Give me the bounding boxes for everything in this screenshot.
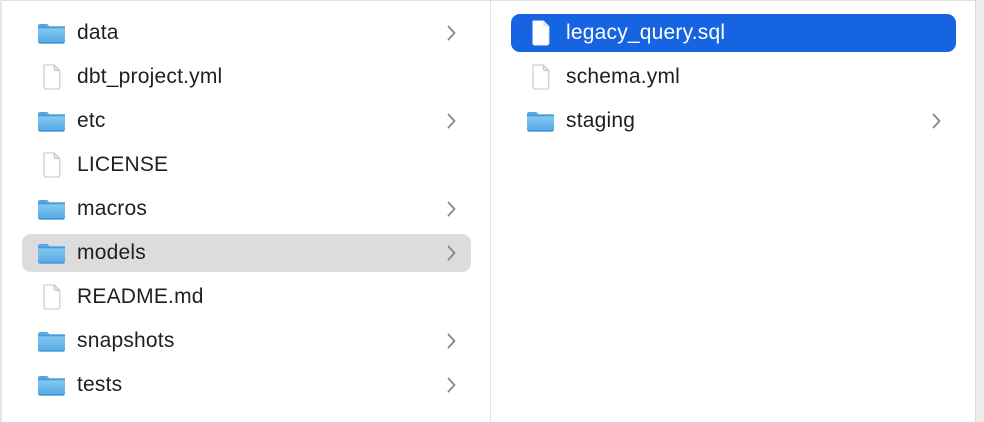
file-row-dbt-project-yml[interactable]: dbt_project.yml	[2, 55, 490, 99]
item-label: LICENSE	[77, 153, 169, 176]
file-row-legacy-query-sql[interactable]: legacy_query.sql	[491, 11, 975, 55]
item-label: schema.yml	[566, 65, 681, 88]
file-row-readme-md[interactable]: README.md	[2, 275, 490, 319]
folder-row-models[interactable]: models	[2, 231, 490, 275]
item-label: macros	[77, 197, 148, 220]
window-top-border	[0, 0, 984, 1]
document-icon	[36, 151, 67, 179]
chevron-right-icon	[446, 200, 457, 218]
document-icon	[36, 283, 67, 311]
folder-icon	[525, 109, 556, 134]
folder-icon	[36, 21, 67, 46]
item-label: data	[77, 21, 119, 44]
folder-row-tests[interactable]: tests	[2, 363, 490, 407]
item-label: tests	[77, 373, 123, 396]
folder-row-data[interactable]: data	[2, 11, 490, 55]
chevron-right-icon	[446, 332, 457, 350]
folder-icon	[36, 109, 67, 134]
chevron-right-icon	[446, 376, 457, 394]
item-label: dbt_project.yml	[77, 65, 223, 88]
file-row-schema-yml[interactable]: schema.yml	[491, 55, 975, 99]
folder-icon	[36, 329, 67, 354]
document-icon	[525, 63, 556, 91]
document-icon	[36, 63, 67, 91]
item-label: README.md	[77, 285, 204, 308]
folder-row-staging[interactable]: staging	[491, 99, 975, 143]
folder-icon	[36, 241, 67, 266]
chevron-right-icon	[446, 112, 457, 130]
folder-row-snapshots[interactable]: snapshots	[2, 319, 490, 363]
item-label: models	[77, 241, 146, 264]
document-icon	[525, 19, 556, 47]
folder-row-macros[interactable]: macros	[2, 187, 490, 231]
item-label: staging	[566, 109, 636, 132]
file-row-license[interactable]: LICENSE	[2, 143, 490, 187]
next-column-edge-line	[975, 0, 976, 422]
chevron-right-icon	[931, 112, 942, 130]
next-column-edge	[976, 0, 984, 422]
selection-highlight	[511, 14, 956, 52]
folder-icon	[36, 197, 67, 222]
item-label: legacy_query.sql	[566, 21, 726, 44]
selection-highlight	[22, 234, 471, 272]
column-pane-contents[interactable]: legacy_query.sql schema.yml staging	[491, 1, 975, 422]
item-label: etc	[77, 109, 106, 132]
chevron-right-icon	[446, 24, 457, 42]
folder-icon	[36, 373, 67, 398]
item-label: snapshots	[77, 329, 175, 352]
column-resize-handle[interactable]	[490, 0, 491, 422]
previous-column-edge	[0, 0, 2, 422]
chevron-right-icon	[446, 244, 457, 262]
folder-row-etc[interactable]: etc	[2, 99, 490, 143]
